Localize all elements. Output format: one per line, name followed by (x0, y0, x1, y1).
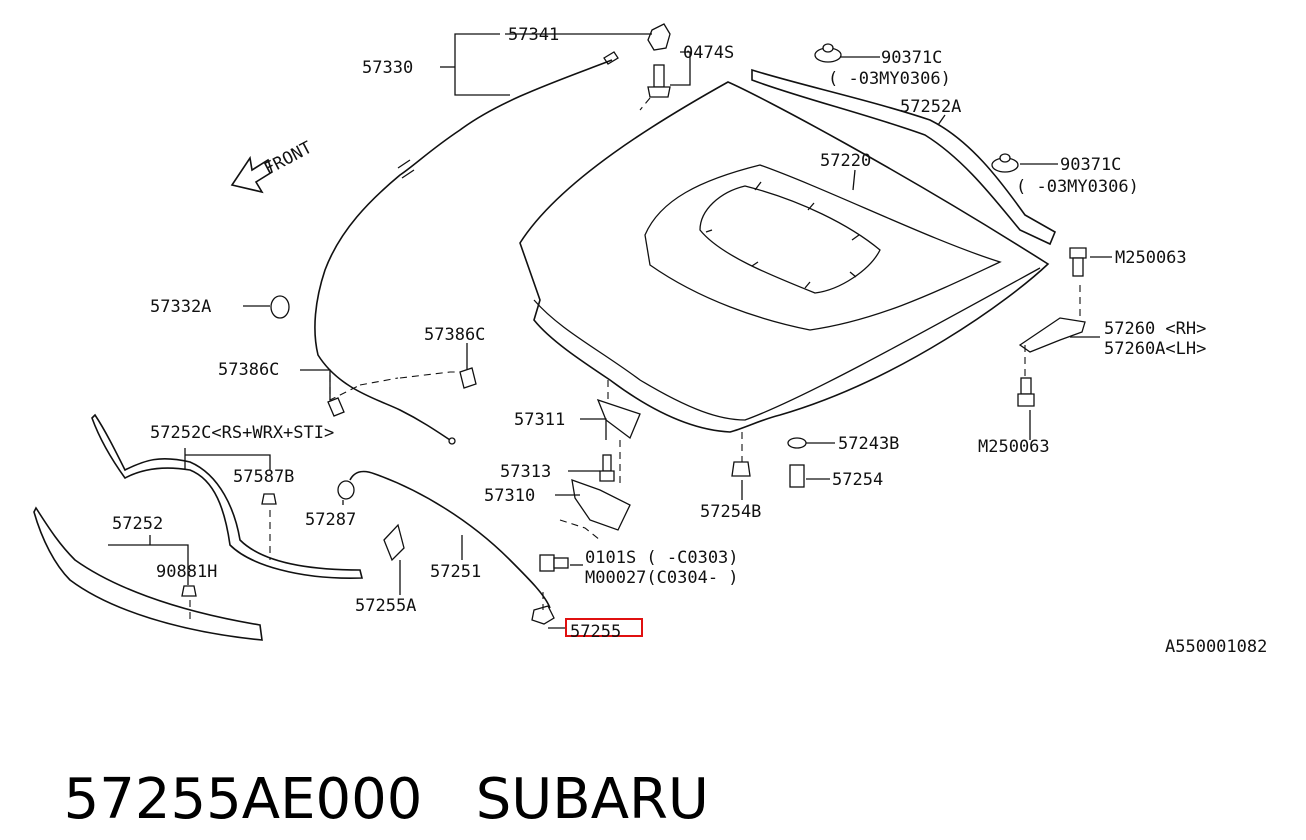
callout-57220[interactable]: 57220 (820, 151, 871, 171)
grille-strip-57252c (91, 413, 364, 579)
callout-57587b[interactable]: 57587B (233, 467, 294, 487)
callout-90881h[interactable]: 90881H (156, 562, 217, 582)
grille-strip-57252 (33, 506, 263, 641)
front-label: FRONT (261, 138, 316, 180)
assembly-dashed-lines (189, 97, 1081, 620)
callout-90371c-upper-note: ( -03MY0306) (828, 69, 951, 89)
callout-57386c-right[interactable]: 57386C (424, 325, 485, 345)
hood-parts-diagram: FRONT 57341 57330 0474S 90371C ( -03MY03… (33, 23, 1267, 657)
callout-57287[interactable]: 57287 (305, 510, 356, 530)
lock-cable-57251 (349, 470, 555, 625)
weatherstrip-57252a (751, 68, 1057, 246)
hood-release-cable (314, 51, 619, 445)
diagram-id: A550001082 (1165, 637, 1267, 657)
callout-57254[interactable]: 57254 (832, 470, 883, 490)
leader-lines (108, 33, 1112, 629)
callout-labels: 57341 57330 0474S 90371C ( -03MY0306) 57… (112, 25, 1267, 657)
callout-0474s[interactable]: 0474S (683, 43, 734, 63)
highlight-box-57255 (565, 618, 643, 637)
callout-57341[interactable]: 57341 (508, 25, 559, 45)
callout-90371c-upper[interactable]: 90371C (881, 48, 942, 68)
callout-57310[interactable]: 57310 (484, 486, 535, 506)
front-direction-arrow: FRONT (230, 138, 316, 194)
small-parts (181, 23, 1087, 597)
hood-panel (519, 81, 1050, 433)
callout-57260[interactable]: 57260 <RH> (1104, 319, 1206, 339)
callout-57311[interactable]: 57311 (514, 410, 565, 430)
callout-57252c[interactable]: 57252C<RS+WRX+STI> (150, 423, 334, 443)
callout-57386c-left[interactable]: 57386C (218, 360, 279, 380)
callout-57260a[interactable]: 57260A<LH> (1104, 339, 1206, 359)
callout-90371c-lower-note: ( -03MY0306) (1016, 177, 1139, 197)
brand-name: SUBARU (475, 767, 709, 832)
callout-57251[interactable]: 57251 (430, 562, 481, 582)
footer-part-info: 57255AE000 SUBARU (28, 680, 709, 832)
callout-57330[interactable]: 57330 (362, 58, 413, 78)
callout-90371c-lower[interactable]: 90371C (1060, 155, 1121, 175)
callout-m250063-lower[interactable]: M250063 (978, 437, 1050, 457)
callout-57254b[interactable]: 57254B (700, 502, 761, 522)
callout-57255[interactable]: 57255 (570, 622, 621, 642)
callout-m00027[interactable]: M00027(C0304- ) (585, 568, 739, 588)
callout-57243b[interactable]: 57243B (838, 434, 899, 454)
callout-57313[interactable]: 57313 (500, 462, 551, 482)
callout-57255a[interactable]: 57255A (355, 596, 416, 616)
callout-m250063-upper[interactable]: M250063 (1115, 248, 1187, 268)
callout-57252a[interactable]: 57252A (900, 97, 961, 117)
part-number: 57255AE000 (63, 767, 423, 832)
callout-0101s[interactable]: 0101S ( -C0303) (585, 548, 739, 568)
callout-57332a[interactable]: 57332A (150, 297, 211, 317)
callout-57252[interactable]: 57252 (112, 514, 163, 534)
